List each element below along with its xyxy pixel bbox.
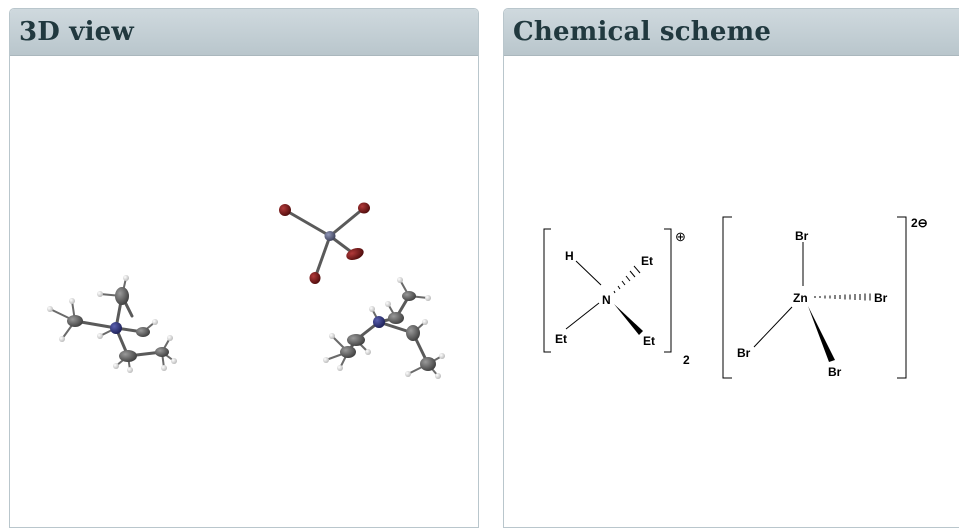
panel-scheme-header: Chemical scheme	[504, 9, 959, 56]
hydrogen-atom	[422, 319, 428, 325]
hydrogen-atom	[323, 357, 329, 363]
anion-zinc-label: Zn	[793, 291, 808, 305]
cation-charge: ⊕	[675, 229, 686, 244]
panel-3d-header: 3D view	[10, 9, 478, 56]
hydrogen-atom	[47, 306, 53, 312]
anion-br-label-left: Br	[737, 346, 751, 360]
hydrogen-atom	[405, 371, 411, 377]
hydrogen-atom	[123, 275, 129, 281]
hydrogen-atom	[435, 373, 441, 379]
znbr4-anion	[279, 202, 370, 284]
anion-br-label-right: Br	[874, 291, 888, 305]
carbon-atom	[155, 347, 169, 357]
zinc-atom	[324, 231, 336, 241]
cation-nitrogen-label: N	[602, 293, 611, 307]
carbon-atom	[347, 334, 365, 346]
cation-stoichiometry: 2	[683, 353, 690, 367]
hydrogen-atom	[171, 358, 177, 364]
cation-et-label-left: Et	[555, 332, 567, 346]
carbon-atom	[420, 357, 436, 371]
triethylammonium-cation-left	[47, 275, 177, 373]
hydrogen-atom	[439, 353, 445, 359]
nitrogen-atom	[110, 322, 122, 334]
cation-et-label-lower: Et	[643, 334, 655, 348]
carbon-atom	[136, 327, 150, 337]
bromine-atom	[309, 272, 321, 284]
hydrogen-atom	[161, 365, 167, 371]
hydrogen-atom	[385, 301, 391, 307]
carbon-atom	[340, 346, 356, 358]
cation-structure: H N Et Et Et ⊕ 2	[543, 228, 690, 367]
cation-h-label: H	[565, 249, 574, 263]
anion-right-bracket	[897, 216, 907, 379]
hydrogen-atom	[69, 298, 75, 304]
anion-structure: Br Zn Br Br Br 2⊖	[722, 216, 928, 379]
hydrogen-atom	[127, 367, 133, 373]
bromine-atom	[279, 204, 291, 216]
carbon-atom	[388, 312, 404, 324]
hydrogen-atom	[397, 277, 403, 283]
panel-chemical-scheme: Chemical scheme	[503, 8, 959, 528]
hydrogen-atom	[369, 306, 375, 312]
hydrogen-atom	[59, 336, 65, 342]
hydrogen-atom	[152, 319, 158, 325]
carbon-atom	[406, 325, 420, 341]
hydrogen-atom	[337, 365, 343, 371]
anion-br-label-bottom: Br	[828, 365, 842, 379]
carbon-atom	[115, 287, 129, 305]
hydrogen-atom	[425, 295, 431, 301]
bromine-atom	[346, 247, 364, 261]
panel-3d-title: 3D view	[19, 17, 134, 47]
anion-charge: 2⊖	[911, 216, 928, 230]
molecule-3d-viewport[interactable]	[10, 56, 478, 527]
hydrogen-atom	[167, 335, 173, 341]
hydrogen-atom	[329, 333, 335, 339]
chemical-scheme-area: H N Et Et Et ⊕ 2	[504, 56, 959, 527]
bromine-atom	[358, 202, 370, 214]
cation-et-label-upper: Et	[641, 254, 653, 268]
hydrogen-atom	[97, 291, 103, 297]
carbon-atom	[67, 315, 83, 327]
chemical-scheme-drawing: H N Et Et Et ⊕ 2	[543, 216, 928, 379]
cation-left-bracket	[543, 228, 551, 353]
hydrogen-atom	[97, 333, 103, 339]
panel-scheme-title: Chemical scheme	[513, 17, 772, 47]
hydrogen-atom	[113, 363, 119, 369]
carbon-atom	[119, 350, 137, 362]
nitrogen-atom	[373, 316, 385, 328]
triethylammonium-cation-right	[323, 277, 445, 379]
anion-left-bracket	[722, 216, 732, 379]
molecule-3d-render[interactable]	[10, 56, 479, 526]
cation-right-bracket	[664, 228, 672, 353]
anion-br-label-top: Br	[795, 229, 809, 243]
hydrogen-atom	[365, 349, 371, 355]
panel-3d-view: 3D view	[9, 8, 479, 528]
carbon-atom	[402, 291, 416, 301]
